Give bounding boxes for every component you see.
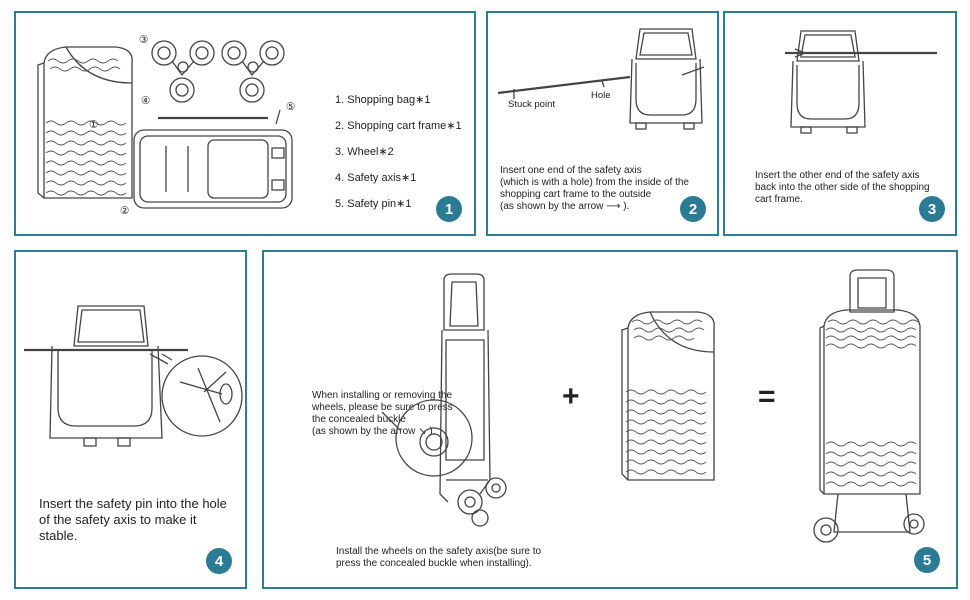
cart-frame-with-wheels-illustration — [381, 273, 507, 527]
step-1-panel: ① ③ ④ ⑤ ② 1. Shopping bag∗1 — [14, 11, 476, 236]
step-badge: 5 — [914, 547, 940, 573]
callout-4: ④ — [141, 95, 151, 107]
step-badge: 2 — [680, 196, 706, 222]
safety-pin-illustration — [24, 305, 243, 447]
callout-2: ② — [120, 205, 130, 217]
step-5-panel: When installing or removing the wheels, … — [262, 250, 958, 589]
cart-frame-axis-illustration — [785, 30, 937, 134]
step-4-panel: Insert the safety pin into the hole of t… — [14, 250, 247, 589]
parts-list: 1. Shopping bag∗1 2. Shopping cart frame… — [335, 81, 462, 224]
buckle-note: When installing or removing the wheels, … — [312, 390, 453, 437]
assembled-cart-illustration — [813, 269, 925, 543]
safety-axis-insert-illustration — [497, 75, 631, 99]
cart-frame-illustration — [629, 28, 705, 130]
cart-frame-folded-illustration — [133, 129, 293, 209]
parts-list-item: 1. Shopping bag∗1 — [335, 94, 431, 106]
step-badge: 4 — [206, 548, 232, 574]
parts-list-item: 3. Wheel∗2 — [335, 146, 394, 158]
equals-sign: = — [758, 380, 776, 413]
step-badge: 1 — [436, 196, 462, 222]
stuck-point-label: Stuck point — [508, 99, 555, 110]
install-note: Install the wheels on the safety axis(be… — [336, 546, 542, 569]
parts-list-item: 4. Safety axis∗1 — [335, 172, 417, 184]
safety-axis-illustration — [158, 109, 281, 125]
callout-3: ③ — [139, 34, 149, 46]
callout-5: ⑤ — [286, 101, 296, 113]
step-badge: 3 — [919, 196, 945, 222]
callout-1: ① — [89, 119, 99, 131]
step-3-panel: Insert the other end of the safety axis … — [723, 11, 957, 236]
step-4-instruction: Insert the safety pin into the hole of t… — [39, 496, 227, 543]
wheels-illustration — [151, 40, 285, 103]
plus-sign: + — [562, 380, 580, 413]
parts-list-item: 5. Safety pin∗1 — [335, 198, 412, 210]
parts-list-item: 2. Shopping cart frame∗1 — [335, 120, 462, 132]
step-2-panel: Stuck point Hole Insert one end of the s… — [486, 11, 719, 236]
step-3-instruction: Insert the other end of the safety axis … — [755, 170, 930, 205]
shopping-bag-illustration — [37, 46, 133, 199]
shopping-bag-illustration — [621, 311, 715, 481]
step-2-instruction: Insert one end of the safety axis (which… — [500, 165, 689, 212]
hole-label: Hole — [591, 90, 611, 101]
